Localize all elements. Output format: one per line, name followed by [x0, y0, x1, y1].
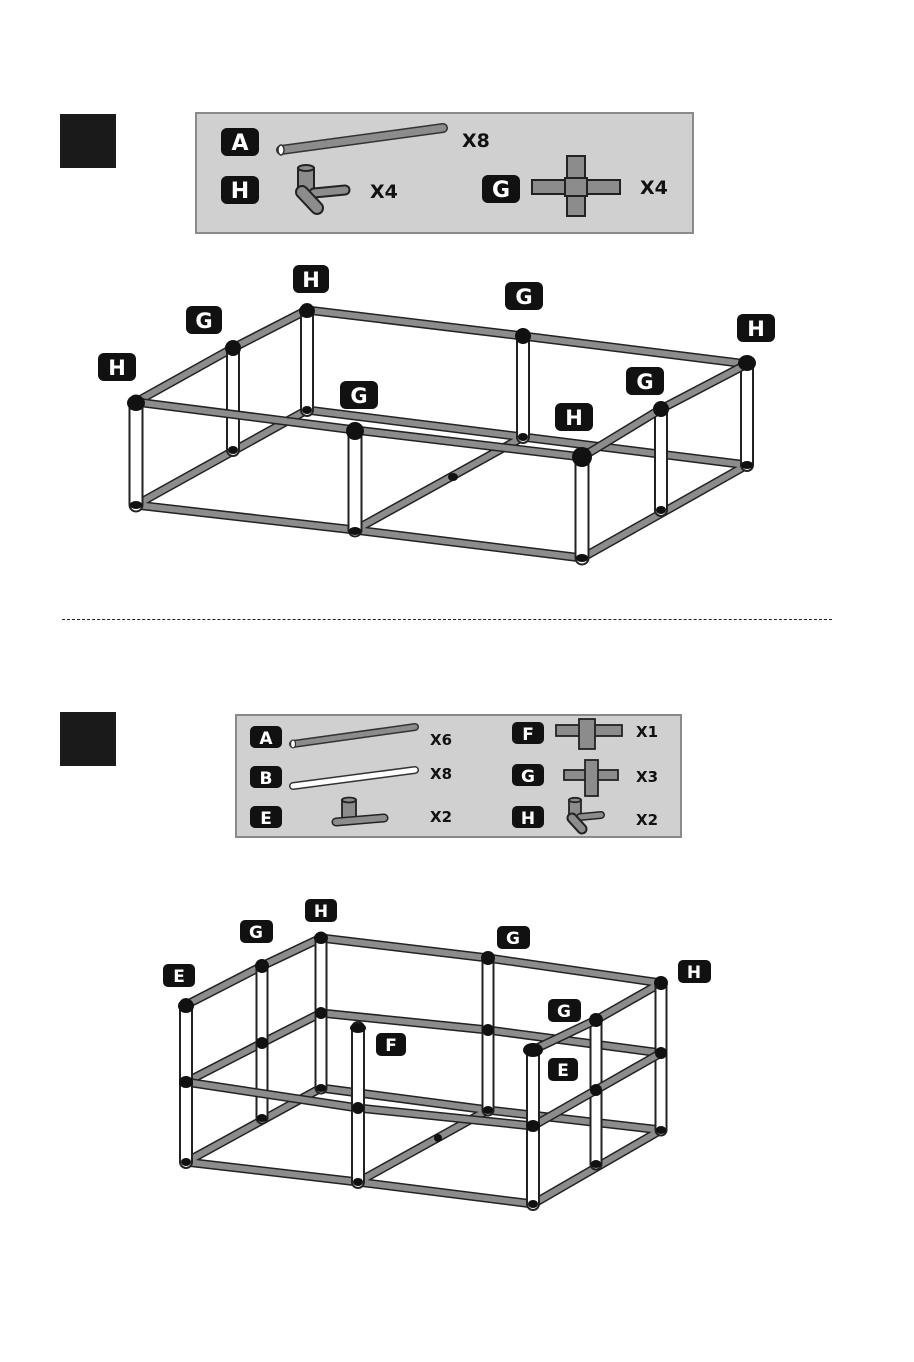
- label-f-badge: F: [376, 1033, 406, 1056]
- label-g-badge: G: [240, 920, 273, 943]
- corner-connector-h-icon: [569, 798, 601, 829]
- label-h-badge: H: [737, 314, 775, 342]
- tube-a-icon: [278, 128, 443, 155]
- svg-text:G: G: [249, 923, 263, 943]
- part-h-badge: H: [221, 176, 259, 204]
- label-e-badge: E: [548, 1058, 578, 1081]
- svg-text:G: G: [515, 285, 532, 309]
- part-g-letter: G: [492, 178, 510, 203]
- step-2-frame: [178, 932, 668, 1208]
- svg-text:H: H: [108, 356, 126, 380]
- svg-text:A: A: [259, 729, 273, 749]
- corner-connector-e-icon: [336, 798, 384, 823]
- label-g-badge: G: [186, 306, 222, 334]
- part-h-qty: X4: [370, 181, 398, 203]
- part-e-qty: X2: [430, 808, 452, 826]
- part-g-qty: X3: [636, 768, 658, 786]
- part-h-qty: X2: [636, 811, 658, 829]
- svg-text:H: H: [314, 902, 328, 922]
- part-b-qty: X8: [430, 765, 452, 783]
- svg-text:G: G: [521, 767, 535, 787]
- cross-connector-g-icon: [564, 760, 618, 796]
- part-a-letter: A: [231, 131, 248, 156]
- svg-text:H: H: [521, 809, 535, 829]
- svg-text:G: G: [636, 370, 653, 394]
- label-g-badge: G: [497, 926, 530, 949]
- svg-text:G: G: [350, 384, 367, 408]
- label-g-badge: G: [505, 282, 543, 310]
- svg-text:F: F: [385, 1036, 397, 1056]
- label-h-badge: H: [293, 265, 329, 293]
- svg-text:H: H: [687, 963, 701, 983]
- svg-text:G: G: [557, 1002, 571, 1022]
- part-f-qty: X1: [636, 723, 658, 741]
- part-a-qty: X8: [462, 130, 490, 152]
- cross-connector-g-icon: [532, 156, 620, 216]
- label-h-badge: H: [98, 353, 136, 381]
- tube-a-icon: [291, 727, 416, 748]
- svg-text:H: H: [747, 317, 765, 341]
- part-a-qty: X6: [430, 731, 452, 749]
- label-h-badge: H: [678, 960, 711, 983]
- label-g-badge: G: [340, 381, 378, 409]
- label-e-badge: E: [163, 964, 195, 987]
- part-g-qty: X4: [640, 177, 668, 199]
- label-h-badge: H: [555, 403, 593, 431]
- tee-connector-f-icon: [556, 719, 622, 749]
- label-h-badge: H: [305, 899, 337, 922]
- part-a-badge: A: [221, 128, 259, 156]
- svg-text:E: E: [557, 1061, 569, 1081]
- svg-text:B: B: [260, 769, 273, 789]
- corner-connector-h-icon: [298, 165, 345, 208]
- svg-text:E: E: [173, 967, 185, 987]
- tube-b-icon: [293, 770, 415, 786]
- part-a-badge: A: [250, 726, 282, 749]
- label-g-badge: G: [548, 999, 581, 1022]
- part-f-badge: F: [512, 722, 544, 745]
- part-e-badge: E: [250, 806, 282, 829]
- label-g-badge: G: [626, 367, 664, 395]
- part-h-letter: H: [231, 179, 249, 204]
- svg-text:G: G: [506, 929, 520, 949]
- part-b-badge: B: [250, 766, 282, 789]
- part-h-badge: H: [512, 806, 544, 829]
- part-g-badge: G: [482, 175, 520, 203]
- svg-text:H: H: [302, 268, 320, 292]
- step-1-frame: [127, 304, 756, 562]
- svg-text:H: H: [565, 406, 583, 430]
- part-g-badge: G: [512, 764, 544, 787]
- svg-text:F: F: [522, 725, 534, 745]
- svg-text:E: E: [260, 809, 272, 829]
- svg-text:G: G: [195, 309, 212, 333]
